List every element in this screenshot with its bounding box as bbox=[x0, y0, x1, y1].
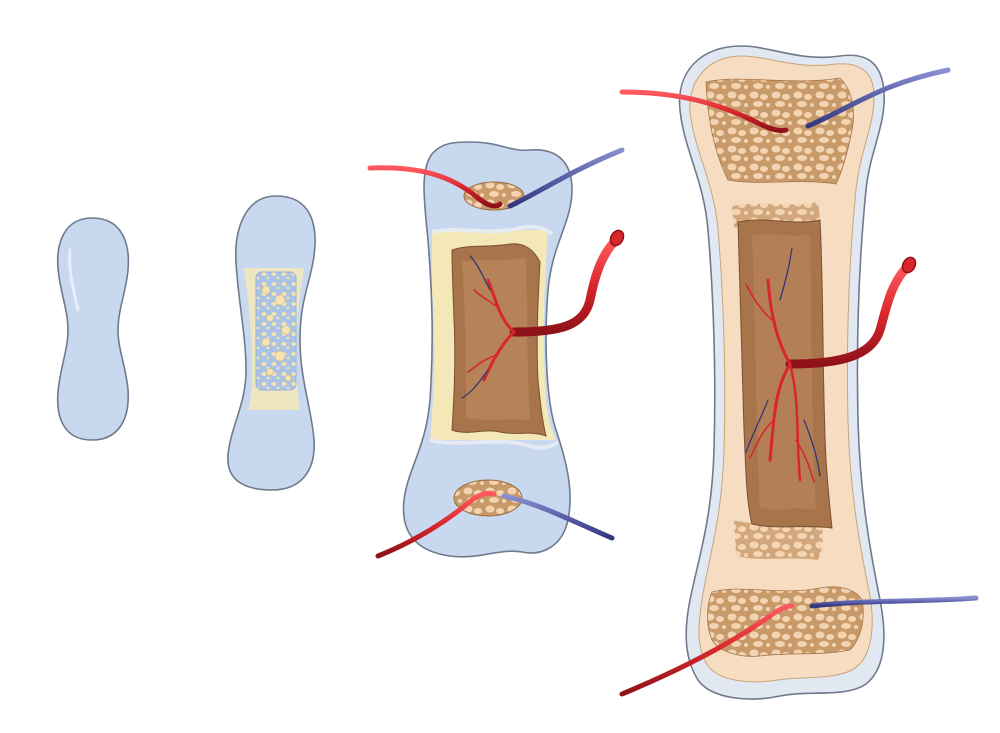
stage-1-cartilage-model bbox=[56, 217, 130, 441]
stage-3-developing-bone bbox=[367, 141, 625, 559]
secondary-ossification-center-top bbox=[463, 181, 525, 211]
blood-vessels-stage-4 bbox=[619, 67, 979, 697]
medullary-inner bbox=[462, 258, 530, 420]
spongy-bone-bottom bbox=[707, 586, 864, 657]
nutrient-artery-mature bbox=[785, 261, 913, 369]
primary-ossification-center bbox=[255, 271, 297, 391]
artery-opening-mature bbox=[901, 256, 917, 274]
epiphyseal-artery-top-mature bbox=[619, 89, 789, 133]
artery-branches bbox=[467, 278, 516, 382]
blood-vessels-stage-3 bbox=[367, 147, 625, 559]
artery-opening bbox=[609, 229, 625, 247]
epiphyseal-artery-bottom-mature bbox=[619, 603, 795, 697]
epiphyseal-artery-top bbox=[367, 165, 503, 209]
cartilage-highlight bbox=[68, 248, 80, 312]
epiphyseal-plate-bottom bbox=[429, 438, 560, 450]
vein-branches-mature bbox=[745, 247, 821, 477]
secondary-ossification-center-bottom bbox=[453, 479, 523, 517]
epiphyseal-vein-top-mature bbox=[805, 67, 951, 129]
stage-2-primary-ossification bbox=[227, 195, 316, 491]
epiphyseal-vein-top bbox=[507, 147, 625, 209]
cartilage-model-shape bbox=[56, 217, 130, 441]
nutrient-artery bbox=[509, 235, 621, 337]
spongy-bone-metaphysis-bottom bbox=[734, 520, 823, 560]
calcified-spots bbox=[261, 285, 292, 382]
vein-branches bbox=[461, 255, 491, 399]
epiphyseal-plate-top bbox=[431, 224, 554, 236]
artery-branches-mature bbox=[745, 278, 815, 483]
stage-4-mature-bone bbox=[619, 45, 979, 700]
epiphyseal-vein-bottom bbox=[501, 493, 615, 541]
epiphyseal-vein-bottom-mature bbox=[809, 595, 979, 609]
epiphyseal-artery-bottom bbox=[375, 490, 497, 559]
